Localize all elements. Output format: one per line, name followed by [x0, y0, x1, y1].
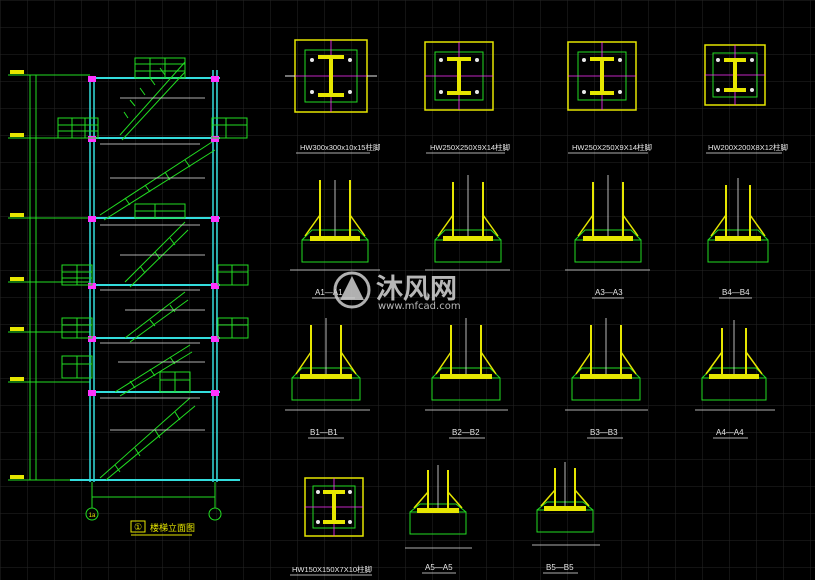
- stair-flights: [99, 61, 216, 481]
- section-caption-a4: A4—A4: [716, 428, 744, 437]
- base-section-a5: A5—A5: [405, 465, 472, 574]
- base-section-a3: A3—A3: [565, 175, 650, 299]
- section-caption-b5: B5—B5: [546, 563, 574, 572]
- watermark-logo-icon: [333, 271, 371, 309]
- watermark: 沐风网 www.mfcad.com: [333, 271, 461, 312]
- watermark-brand: 沐风网: [376, 274, 457, 305]
- base-plan-hw250a: HW250X250X9X14柱脚: [424, 41, 510, 154]
- level-tags: [10, 70, 24, 479]
- base-section-a4: A4—A4: [695, 320, 775, 439]
- level-dimension-column: [8, 74, 90, 481]
- plan-caption-hw300: HW300x300x10x15柱脚: [300, 142, 380, 152]
- section-caption-b3: B3—B3: [590, 428, 618, 437]
- base-plan-hw200: HW200X200X8X12柱脚: [704, 44, 788, 154]
- section-caption-a5: A5—A5: [425, 563, 453, 572]
- plan-caption-hw200: HW200X200X8X12柱脚: [708, 142, 788, 152]
- base-section-a1: A1—A1: [290, 180, 380, 299]
- stair-elevation: 1a ① 楼梯立面图: [8, 57, 249, 536]
- base-section-b3: B3—B3: [565, 318, 648, 439]
- elevation-caption: ① 楼梯立面图: [130, 520, 195, 536]
- base-section-b4: B4—B4: [707, 178, 769, 299]
- section-caption-a1: A1—A1: [315, 288, 343, 297]
- base-section-b5: B5—B5: [532, 462, 600, 574]
- annotation-lines: [100, 97, 205, 431]
- section-caption-b2: B2—B2: [452, 428, 480, 437]
- plan-caption-hw150: HW150X150X7X10柱脚: [292, 564, 372, 574]
- base-section-b1: B1—B1: [285, 318, 370, 439]
- plan-caption-hw250a: HW250X250X9X14柱脚: [430, 142, 510, 152]
- axis-label: 1a: [89, 513, 96, 519]
- plan-caption-hw250b: HW250X250X9X14柱脚: [572, 142, 652, 152]
- section-caption-b1: B1—B1: [310, 428, 338, 437]
- floor-beams: [70, 77, 240, 481]
- section-caption-a3: A3—A3: [595, 288, 623, 297]
- elevation-caption-tag: ①: [134, 522, 142, 532]
- column-joints: [88, 76, 219, 396]
- base-plan-hw250b: HW250X250X9X14柱脚: [567, 41, 652, 154]
- base-plan-hw150: HW150X150X7X10柱脚: [290, 477, 372, 576]
- elevation-caption-text: 楼梯立面图: [150, 522, 195, 533]
- base-section-b2: B2—B2: [425, 318, 508, 439]
- section-caption-b4: B4—B4: [722, 288, 750, 297]
- axis-bubbles: [85, 482, 222, 521]
- base-section-a2: [425, 175, 510, 271]
- base-plan-hw300: HW300x300x10x15柱脚: [285, 39, 380, 154]
- watermark-url: www.mfcad.com: [378, 301, 461, 312]
- stair-landings: [57, 57, 249, 393]
